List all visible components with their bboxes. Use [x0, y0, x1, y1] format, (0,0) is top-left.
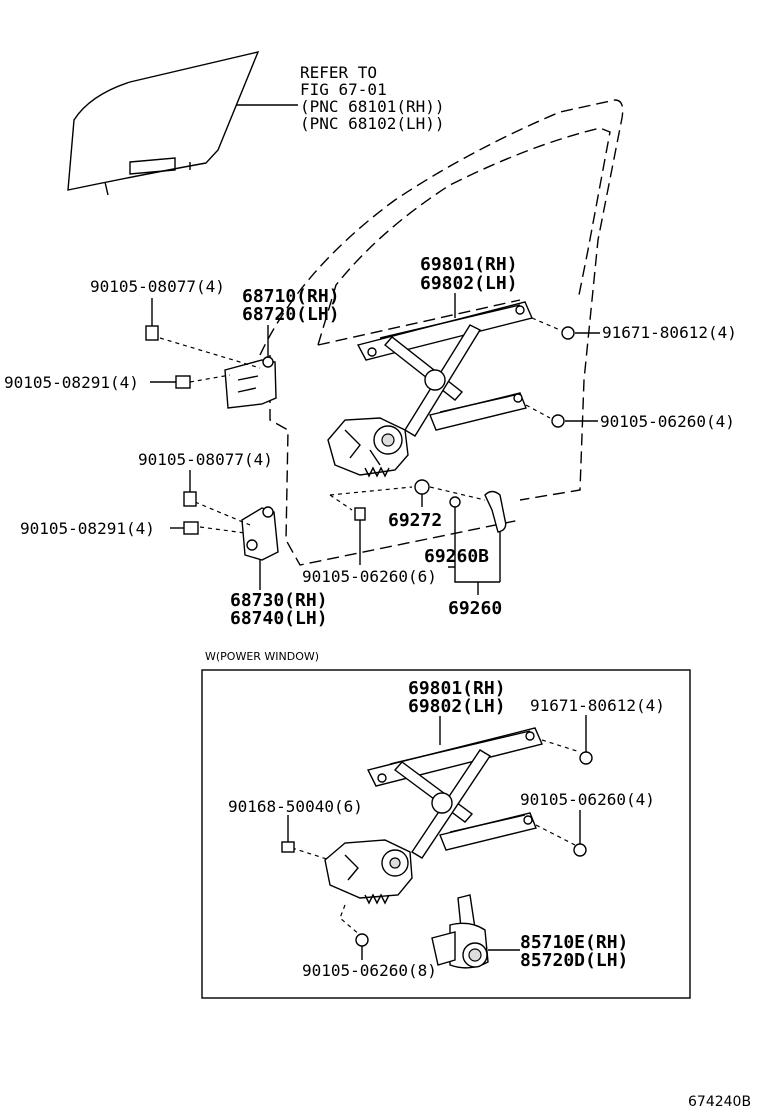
dash-90105-08291-mid [199, 526, 246, 534]
power-regulator-assembly [324, 727, 543, 905]
power-bolt-91671 [541, 715, 593, 765]
part-69272 [414, 479, 430, 507]
pw-label-90168: 90168-50040(6) [228, 797, 363, 816]
label-69801-rh: 69801(RH) [420, 254, 518, 275]
refer-line3: (PNC 68101(RH)) [300, 97, 445, 116]
pw-label-85720d-lh: 85720D(LH) [520, 950, 628, 971]
bolt-90105-06260-6 [354, 507, 366, 565]
pw-label-85710e-rh: 85710E(RH) [520, 932, 628, 953]
label-90105-08291-top: 90105-08291(4) [4, 373, 139, 392]
pw-label-90105-06260-8: 90105-06260(8) [302, 961, 437, 980]
label-68710-rh: 68710(RH) [242, 286, 340, 307]
power-bolt-90105-06260-8 [339, 904, 369, 960]
bolt-90105-08291-mid [170, 521, 199, 535]
label-90105-08077-mid: 90105-08077(4) [138, 450, 273, 469]
leader-69260 [448, 545, 500, 595]
dash-90105-06260-6 [329, 494, 353, 511]
pw-label-91671: 91671-80612(4) [530, 696, 665, 715]
part-69260-handle [484, 490, 507, 582]
door-frame [259, 99, 624, 566]
pw-label-90105-06260-4: 90105-06260(4) [520, 790, 655, 809]
label-91671-upper: 91671-80612(4) [602, 323, 737, 342]
refer-line2: FIG 67-01 [300, 80, 387, 99]
window-motor [431, 894, 520, 969]
pw-label-69801-rh: 69801(RH) [408, 678, 506, 699]
refer-line4: (PNC 68102(LH)) [300, 114, 445, 133]
bolt-90105-08077-mid [183, 470, 197, 507]
bolt-90105-08077-top [145, 298, 159, 341]
label-90105-08077-top: 90105-08077(4) [90, 277, 225, 296]
lower-hinge [241, 506, 279, 590]
bolt-91671-upper [531, 317, 600, 340]
bolt-90105-06260-upper [525, 404, 598, 428]
label-68720-lh: 68720(LH) [242, 304, 340, 325]
bolt-90105-08291-top [150, 375, 191, 389]
pw-label-69802-lh: 69802(LH) [408, 696, 506, 717]
manual-regulator-assembly [327, 301, 533, 478]
label-68740-lh: 68740(LH) [230, 608, 328, 629]
upper-hinge [224, 325, 277, 409]
figure-id: 674240B [688, 1094, 751, 1110]
label-69260: 69260 [448, 598, 502, 619]
label-68730-rh: 68730(RH) [230, 590, 328, 611]
power-screw-90168 [281, 815, 331, 861]
dash-90105-08291-top [189, 374, 231, 383]
door-glass [67, 51, 260, 196]
label-90105-06260-6: 90105-06260(6) [302, 567, 437, 586]
power-bolt-90105-06260-4 [535, 810, 587, 857]
power-window-title: W(POWER WINDOW) [205, 650, 319, 663]
refer-line1: REFER TO [300, 63, 377, 82]
dash-90105-08077-top [159, 337, 261, 369]
label-69260B: 69260B [424, 546, 489, 567]
dash-90105-08077-mid [194, 501, 251, 526]
label-90105-08291-mid: 90105-08291(4) [20, 519, 155, 538]
label-69802-lh: 69802(LH) [420, 273, 518, 294]
part-69260B [449, 496, 461, 545]
label-69272: 69272 [388, 510, 442, 531]
dash-handle [329, 486, 486, 501]
power-window-box [201, 669, 691, 999]
label-90105-06260-4-upper: 90105-06260(4) [600, 412, 735, 431]
